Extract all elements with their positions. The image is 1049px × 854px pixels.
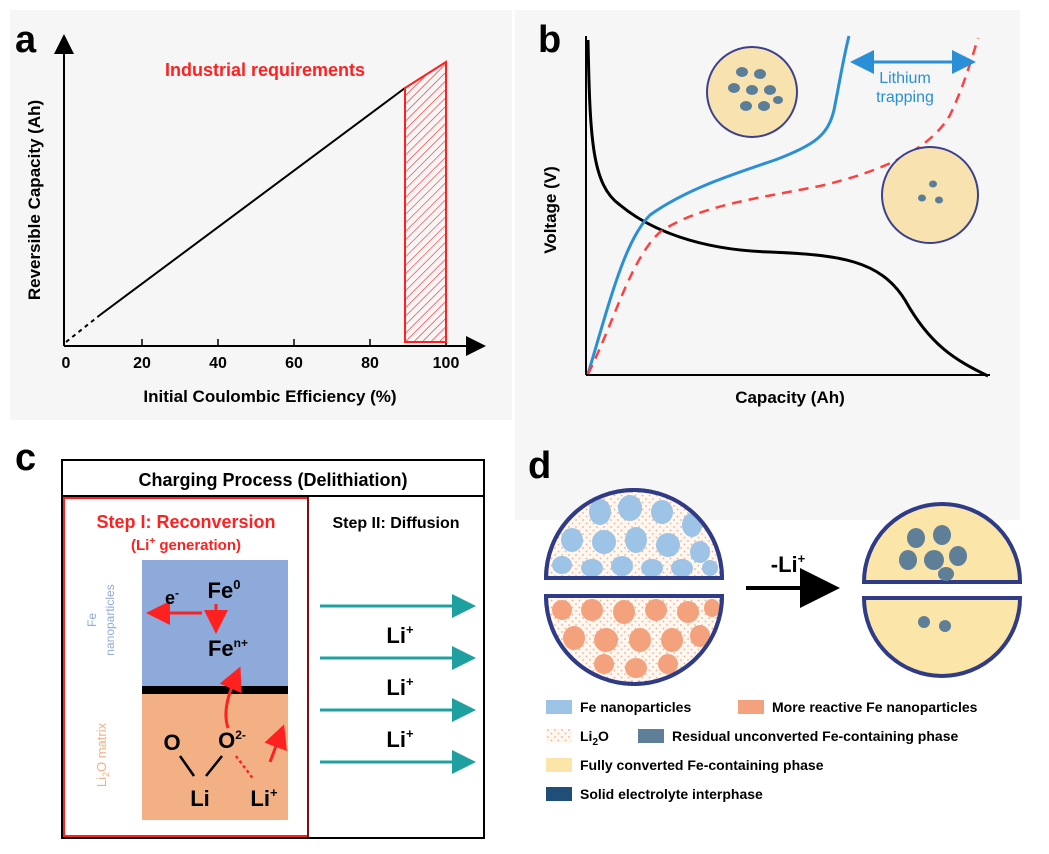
c-o2-arrow: [219, 666, 242, 729]
d-particle-after: [861, 502, 1023, 678]
c-fe-label-2: nanoparticles: [103, 584, 117, 655]
c-o2: O2-: [218, 728, 246, 753]
panel-b-letter: b: [538, 19, 561, 61]
legend-label-fe: Fe nanoparticles: [580, 699, 691, 715]
c-diffusion: Li+ Li+ Li+: [320, 594, 476, 774]
d-legend: Fe nanoparticles More reactive Fe nanopa…: [546, 699, 978, 802]
b-annotation-line2: trapping: [876, 89, 934, 106]
legend-label-converted: Fully converted Fe-containing phase: [580, 757, 824, 773]
panel-c-letter: c: [15, 437, 36, 479]
legend-label-sei: Solid electrolyte interphase: [580, 786, 763, 802]
b-discharge-curve: [586, 39, 989, 378]
a-xtick-100: 100: [433, 355, 460, 372]
legend-label-li2o: Li2O: [580, 728, 609, 748]
b-ideal-curve: [586, 37, 980, 375]
a-xtick-40: 40: [209, 355, 227, 372]
legend-swatch-li2o: [546, 729, 572, 743]
a-annotation: Industrial requirements: [165, 60, 365, 80]
b-annotation-line1: Lithium: [879, 70, 931, 87]
panel-d-letter: d: [528, 445, 551, 487]
b-ylabel: Voltage (V): [541, 166, 560, 254]
panel-c: c Charging Process (Delithiation) Step I…: [15, 437, 485, 839]
c-li-bond: [235, 755, 255, 781]
c-matrix-label: Li2O matrix: [94, 722, 111, 787]
a-xlabel: Initial Coulombic Efficiency (%): [143, 387, 396, 406]
c-li-ion: Li+: [250, 785, 278, 811]
a-xtick-60: 60: [285, 355, 303, 372]
d-particle-before: [543, 488, 725, 686]
a-ticks: [141, 339, 447, 346]
c-step2-title: Step II: Diffusion: [332, 515, 459, 532]
legend-label-reactive-fe: More reactive Fe nanoparticles: [772, 699, 978, 715]
c-o-left: O: [163, 730, 180, 755]
panel-d: d: [528, 445, 1023, 802]
c-step1-sub: (Li+ generation): [131, 536, 241, 554]
b-particle-trapped: [706, 46, 798, 138]
a-trend-line: [99, 87, 406, 316]
c-fe0: Fe0: [208, 577, 241, 603]
panel-a-letter: a: [15, 19, 37, 61]
legend-swatch-reactive-fe: [738, 700, 764, 714]
a-industrial-region: [404, 60, 447, 343]
panel-b: b Capacity (Ah) Voltage (V) Lithium trap…: [538, 19, 990, 407]
c-diffusion-ion-2: Li+: [386, 674, 414, 700]
c-fen: Fen+: [208, 636, 248, 661]
legend-swatch-fe: [546, 700, 572, 714]
d-arrow-label: -Li+: [771, 551, 806, 577]
legend-swatch-sei: [546, 787, 572, 801]
c-electron: e-: [165, 586, 179, 608]
a-ylabel: Reversible Capacity (Ah): [25, 100, 44, 300]
c-title: Charging Process (Delithiation): [138, 470, 407, 490]
a-xtick-20: 20: [133, 355, 151, 372]
c-boundary: [142, 686, 288, 694]
b-charge-curve: [586, 35, 851, 375]
c-li-bottom: Li: [190, 786, 210, 811]
c-step1-title: Step I: Reconversion: [96, 512, 275, 532]
a-xtick-0: 0: [62, 355, 71, 372]
legend-swatch-converted: [546, 758, 572, 772]
c-matrix-region: [142, 688, 288, 820]
b-xlabel: Capacity (Ah): [735, 388, 845, 407]
c-li-ion-arrow: [264, 724, 287, 763]
c-diffusion-ion-1: Li+: [386, 622, 414, 648]
a-xtick-80: 80: [361, 355, 379, 372]
legend-label-residual: Residual unconverted Fe-containing phase: [672, 728, 958, 744]
legend-swatch-residual: [638, 729, 664, 743]
b-particle-converted: [881, 146, 979, 244]
c-fe-label-1: Fe: [85, 613, 99, 627]
c-diffusion-ion-3: Li+: [386, 726, 414, 752]
panel-a: a 0 20 40 60 80 100 Initial Coulombic Ef…: [15, 19, 486, 406]
